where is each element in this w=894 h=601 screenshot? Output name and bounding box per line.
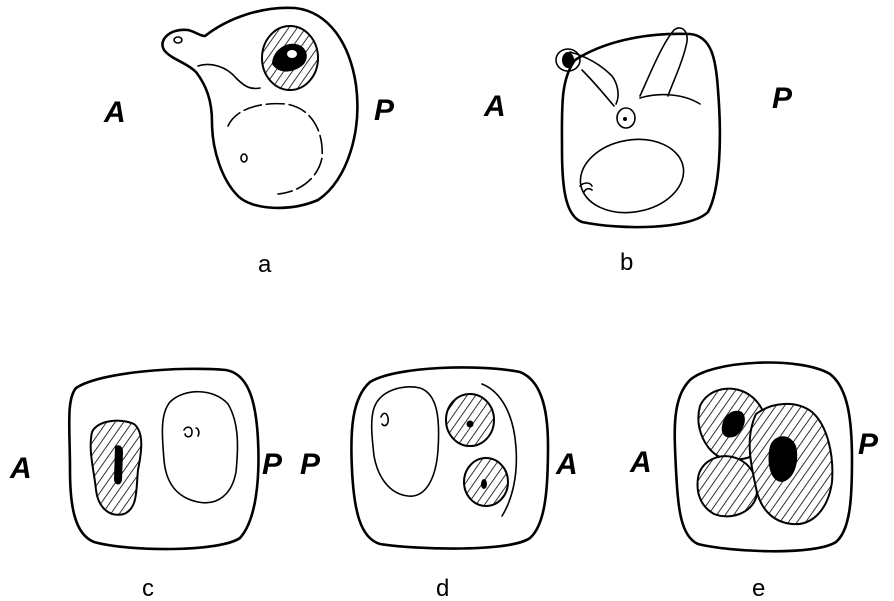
tooth-c-large-cusp (162, 392, 237, 503)
panel-e-right-label: P (858, 428, 879, 461)
panel-a: A P a (103, 8, 395, 278)
tooth-b-root-left-edge (582, 70, 614, 106)
panel-e-caption: e (752, 575, 765, 601)
panel-c-caption: c (142, 575, 154, 601)
tooth-a-inner-ridge (198, 65, 260, 89)
tooth-d-upper-hatched (446, 394, 494, 446)
panel-c: A P c (9, 369, 283, 601)
tooth-d-outline (351, 367, 548, 548)
tooth-a-outline (162, 8, 357, 208)
panel-e: A P e (629, 363, 879, 601)
tooth-b-outline (562, 34, 720, 227)
tooth-b-left-canal (562, 52, 574, 68)
panel-d: P A d (300, 367, 578, 601)
panel-d-right-label: A (555, 448, 578, 481)
tooth-a-dashed-cusp (228, 104, 322, 194)
tooth-a-small-pit (241, 154, 247, 162)
panel-a-right-label: P (374, 94, 395, 127)
tooth-d-groove (381, 413, 388, 425)
tooth-d-upper-dot (467, 421, 474, 428)
tooth-d-large-cusp (372, 387, 439, 496)
tooth-b-root-right (640, 28, 687, 96)
panel-a-caption: a (258, 251, 272, 278)
tooth-d-lower-dot (481, 479, 487, 489)
panel-b: A P b (483, 28, 793, 276)
panel-c-left-label: A (9, 452, 32, 485)
panel-e-left-label: A (629, 446, 652, 479)
panel-b-left-label: A (483, 90, 506, 123)
panel-d-left-label: P (300, 448, 321, 481)
panel-b-right-label: P (772, 82, 793, 115)
panel-b-caption: b (620, 249, 633, 276)
tooth-a-pit (174, 37, 182, 43)
tooth-b-central-dot (623, 117, 627, 121)
tooth-b-large-cusp (575, 132, 690, 221)
tooth-c-dark-streak (114, 445, 123, 484)
panel-d-caption: d (436, 575, 449, 601)
tooth-a-light-core (287, 50, 297, 58)
panel-c-right-label: P (262, 448, 283, 481)
tooth-e-hatched-lower (698, 456, 758, 516)
panel-a-left-label: A (103, 96, 126, 129)
tooth-b-ridge (640, 95, 700, 104)
tooth-c-small-pit (184, 427, 199, 437)
